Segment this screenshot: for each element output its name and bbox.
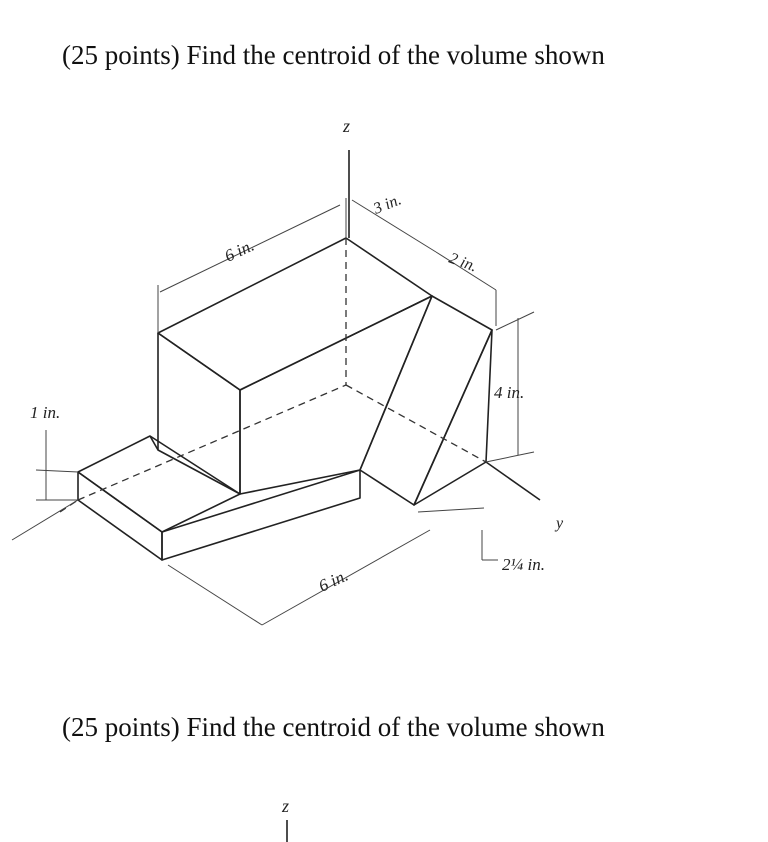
y-axis-label: y <box>554 515 564 532</box>
dim-right-height-label: 4 in. <box>494 383 524 402</box>
dim-bottom-right-label: 2¼ in. <box>502 555 545 574</box>
slanted-face <box>359 295 493 506</box>
hidden-line-left <box>77 384 347 501</box>
lower-side-face <box>161 469 361 561</box>
hidden-line-right <box>345 384 487 463</box>
lower-back-edge <box>149 435 159 451</box>
dim-line-bottom-right <box>417 507 485 513</box>
question-2-title: (25 points) Find the centroid of the vol… <box>62 712 605 742</box>
shaded-back-face <box>239 295 433 495</box>
dim-bottom-label: 6 in. <box>316 566 351 596</box>
dim-left-height-label: 1 in. <box>30 403 60 422</box>
upper-left-face <box>157 332 241 495</box>
dim-line-bottom <box>167 564 263 626</box>
dim-top-left-label: 6 in. <box>222 236 257 266</box>
y-axis <box>485 461 541 501</box>
dim-top-right-label: 2 in. <box>447 250 480 276</box>
dim-line-top-mid <box>351 199 437 253</box>
dim-line-top-right <box>435 251 497 291</box>
upper-top-face <box>157 237 433 391</box>
right-triangle-face <box>413 329 493 506</box>
question-1-title: (25 points) Find the centroid of the vol… <box>62 40 605 70</box>
dim-top-mid-label: 3 in. <box>370 191 404 218</box>
z-axis-label-2: z <box>281 796 289 816</box>
lower-front-face <box>77 471 163 561</box>
z-axis-label: z <box>342 116 350 136</box>
dim-line-top-left <box>159 204 341 293</box>
